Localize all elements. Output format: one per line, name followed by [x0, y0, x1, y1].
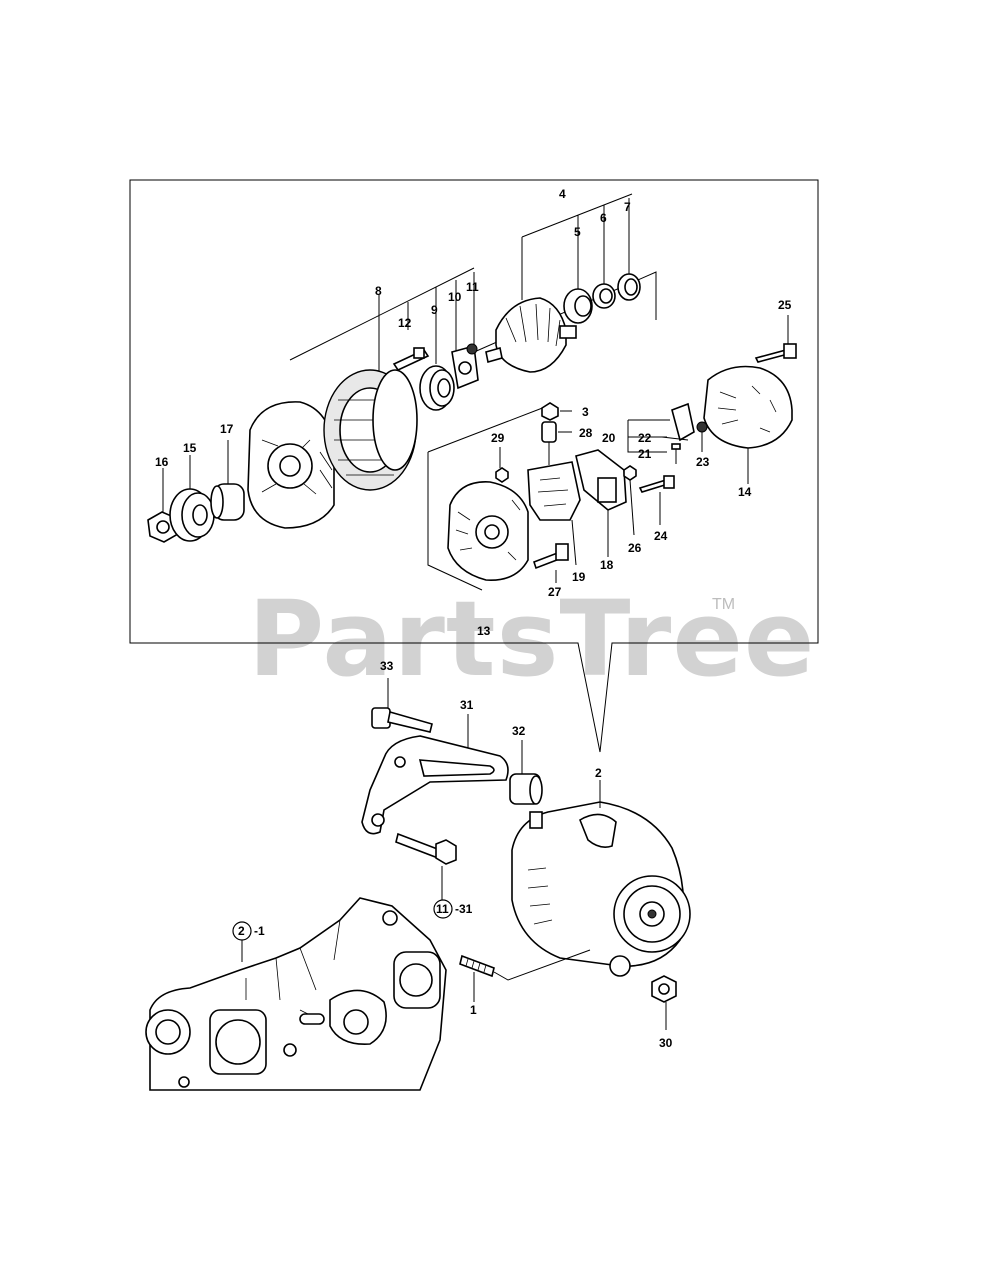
ref-callout-11-31: 11 -31 [433, 899, 473, 919]
callout-6: 6 [600, 211, 607, 225]
callout-31: 31 [460, 698, 474, 712]
callout-2: 2 [595, 766, 602, 780]
callout-7: 7 [624, 200, 631, 214]
part-11-31-bolt [395, 832, 457, 900]
callout-3: 3 [582, 405, 589, 419]
leader-group-13-28 [427, 406, 546, 591]
callout-26: 26 [628, 541, 642, 555]
callout-19: 19 [572, 570, 586, 584]
watermark-trademark: TM [712, 596, 736, 613]
part-6-ring [592, 283, 616, 309]
part-19-rectifier [527, 461, 581, 566]
part-21-screw [671, 443, 681, 464]
callout-13: 13 [477, 624, 491, 638]
ref-11-circle-label: 11 [436, 902, 449, 916]
callout-9: 9 [431, 303, 438, 317]
callout-33: 33 [380, 659, 394, 673]
part-20-terminal [661, 402, 695, 442]
part-1-stud [459, 949, 591, 1002]
part-17-spacer [210, 440, 245, 521]
ref-2-circle-label: 2 [238, 924, 245, 938]
part-18-regulator [575, 449, 627, 557]
ref-11-suffix: -31 [455, 902, 473, 916]
leader-bracket-20 [627, 419, 670, 453]
part-14-rear-cover [703, 365, 793, 484]
leader-group-4-7 [455, 193, 657, 361]
callout-24: 24 [654, 529, 668, 543]
callout-22: 22 [638, 431, 652, 445]
detail-frame [129, 179, 819, 753]
part-10-plate [451, 344, 479, 390]
part-3-nut [541, 402, 572, 421]
part-5-bearing [563, 288, 593, 324]
part-8-stator [323, 369, 418, 491]
callout-25: 25 [778, 298, 792, 312]
gear-case [145, 897, 447, 1091]
part-31-stay [361, 714, 509, 835]
callout-29: 29 [491, 431, 505, 445]
part-13-rear-housing [447, 481, 529, 581]
part-9-bearing [419, 365, 455, 411]
part-23-nut [696, 421, 708, 452]
part-33-bolt [371, 678, 433, 733]
part-27-bolt [532, 543, 569, 583]
part-24-bolt [638, 475, 675, 525]
part-12-stud [392, 347, 430, 372]
part-15-pulley [169, 455, 215, 542]
callout-21: 21 [638, 447, 652, 461]
part-4-rotor [485, 297, 577, 373]
part-30-nut [651, 975, 677, 1030]
callout-12: 12 [398, 316, 412, 330]
callout-30: 30 [659, 1036, 673, 1050]
callout-10: 10 [448, 290, 462, 304]
part-29-nut [495, 447, 509, 483]
callout-16: 16 [155, 455, 169, 469]
part-32-collar [509, 740, 543, 805]
callout-5: 5 [574, 225, 581, 239]
callout-14: 14 [738, 485, 752, 499]
part-2-alternator [511, 780, 691, 977]
callout-17: 17 [220, 422, 234, 436]
part-25-bolt [754, 315, 797, 363]
part-11-screw [466, 343, 478, 355]
leader-group-8-12 [289, 267, 475, 372]
part-28-insulator [541, 421, 572, 465]
part-26-nut [623, 465, 637, 536]
callout-32: 32 [512, 724, 526, 738]
callout-4: 4 [559, 187, 566, 201]
callout-27: 27 [548, 585, 562, 599]
callout-28: 28 [579, 426, 593, 440]
callout-15: 15 [183, 441, 197, 455]
callout-1: 1 [470, 1003, 477, 1017]
part-7-cover [617, 273, 641, 301]
ref-callout-2-1: 2 -1 [232, 921, 265, 962]
callout-20: 20 [602, 431, 616, 445]
callout-18: 18 [600, 558, 614, 572]
ref-2-suffix: -1 [254, 924, 265, 938]
callout-11: 11 [466, 280, 479, 294]
callout-8: 8 [375, 284, 382, 298]
watermark: PartsTree [248, 578, 816, 700]
callout-23: 23 [696, 455, 710, 469]
part-front-housing [247, 401, 335, 529]
